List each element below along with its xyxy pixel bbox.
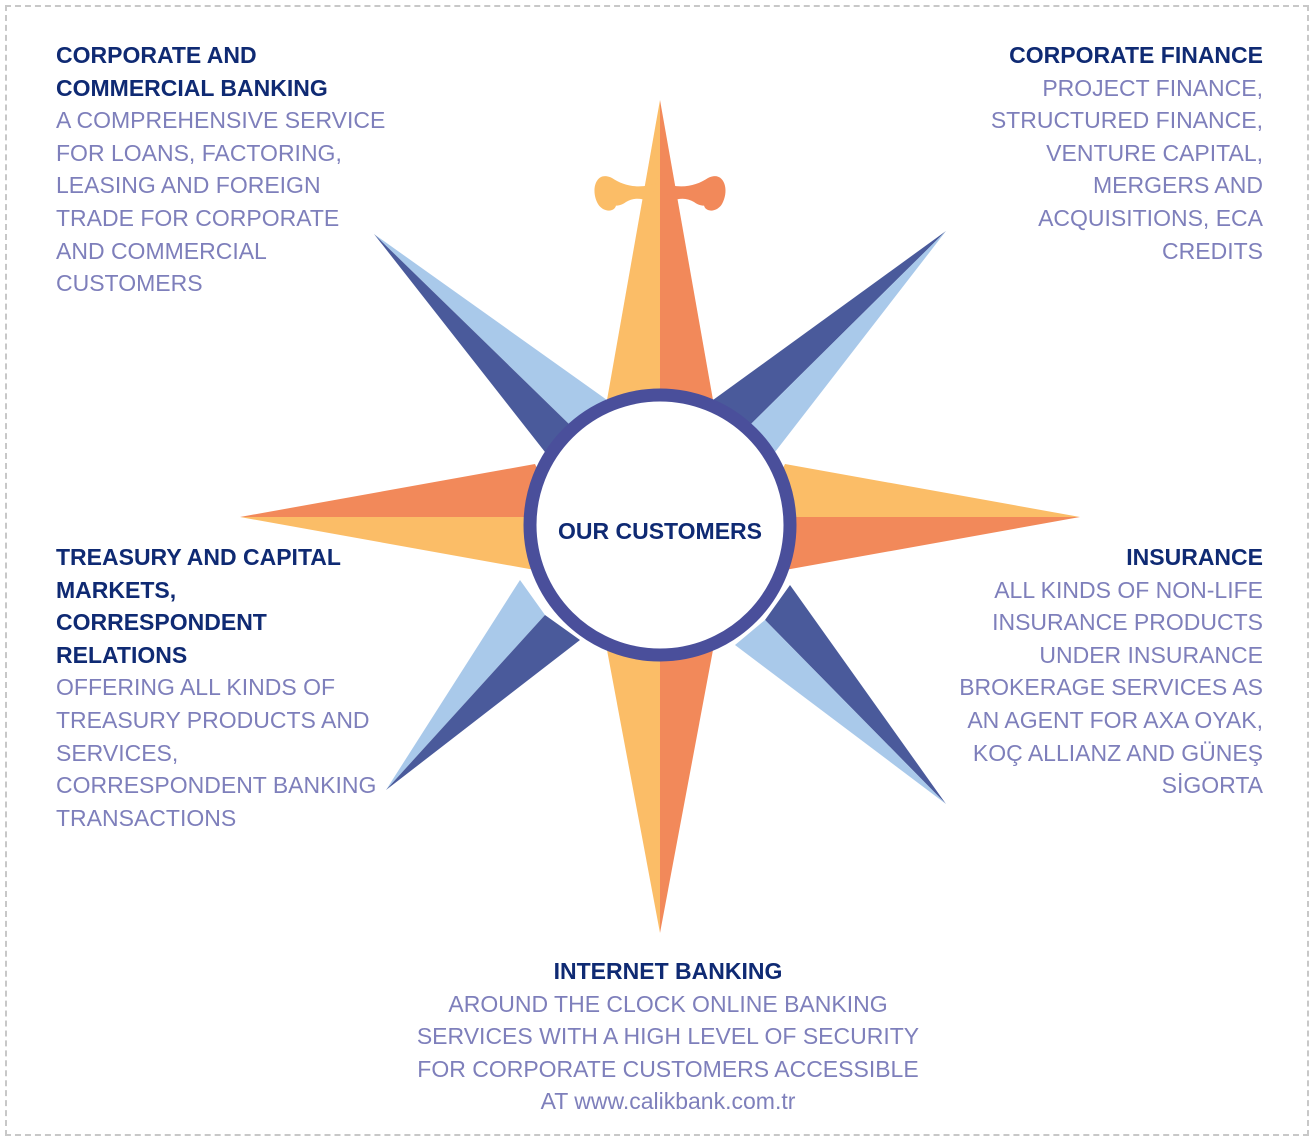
block-insurance: INSURANCE ALL KINDS OF NON-LIFE INSURANC…	[900, 541, 1263, 802]
center-label: OUR CUSTOMERS	[557, 518, 763, 544]
block-internet-banking: INTERNET BANKING AROUND THE CLOCK ONLINE…	[318, 955, 1018, 1118]
compass-point-nw-dark	[374, 234, 570, 452]
compass-point-se-dark	[765, 585, 946, 804]
compass-point-w-yellow	[240, 517, 560, 570]
compass-point-sw-light	[386, 580, 545, 790]
block-description: OFFERING ALL KINDS OF TREASURY PRODUCTS …	[56, 674, 377, 831]
block-description: A COMPREHENSIVE SERVICE FOR LOANS, FACTO…	[56, 107, 386, 297]
block-title: CORPORATE AND COMMERCIAL BANKING	[56, 42, 328, 101]
website-link[interactable]: www.calikbank.com.tr	[574, 1088, 796, 1115]
compass-point-se-light	[735, 620, 946, 804]
block-description: AROUND THE CLOCK ONLINE BANKING SERVICES…	[416, 990, 920, 1082]
block-title: INSURANCE	[1126, 544, 1263, 570]
compass-point-s-yellow	[607, 640, 660, 933]
block-title: INTERNET BANKING	[553, 958, 783, 984]
compass-point-ne-light	[750, 231, 946, 452]
fleur-de-lis-ornament	[594, 172, 726, 240]
compass-point-ne-dark	[713, 231, 946, 425]
compass-point-s-orange	[660, 640, 713, 933]
compass-point-n-orange	[660, 100, 713, 400]
compass-point-nw-light	[374, 234, 607, 425]
block-title: CORPORATE FINANCE	[1009, 42, 1263, 68]
compass-point-e-orange	[760, 517, 1080, 570]
compass-point-w-orange	[240, 464, 560, 517]
dashed-frame	[5, 5, 1309, 1136]
block-description: ALL KINDS OF NON-LIFE INSURANCE PRODUCTS…	[959, 576, 1263, 799]
block-url-line: AT www.calikbank.com.tr	[318, 1085, 1018, 1118]
block-corporate-commercial-banking: CORPORATE AND COMMERCIAL BANKING A COMPR…	[56, 39, 416, 300]
block-corporate-finance: CORPORATE FINANCE PROJECT FINANCE, STRUC…	[900, 39, 1263, 267]
compass-point-n-yellow	[607, 100, 660, 400]
block-title: TREASURY AND CAPITAL MARKETS, CORRESPOND…	[56, 544, 341, 668]
center-ring	[523, 388, 797, 662]
url-prefix: AT	[540, 1088, 575, 1115]
block-treasury-capital-markets: TREASURY AND CAPITAL MARKETS, CORRESPOND…	[56, 541, 416, 834]
compass-point-e-yellow	[760, 464, 1080, 517]
block-description: PROJECT FINANCE, STRUCTURED FINANCE, VEN…	[990, 74, 1263, 264]
compass-point-sw-dark	[386, 615, 580, 790]
